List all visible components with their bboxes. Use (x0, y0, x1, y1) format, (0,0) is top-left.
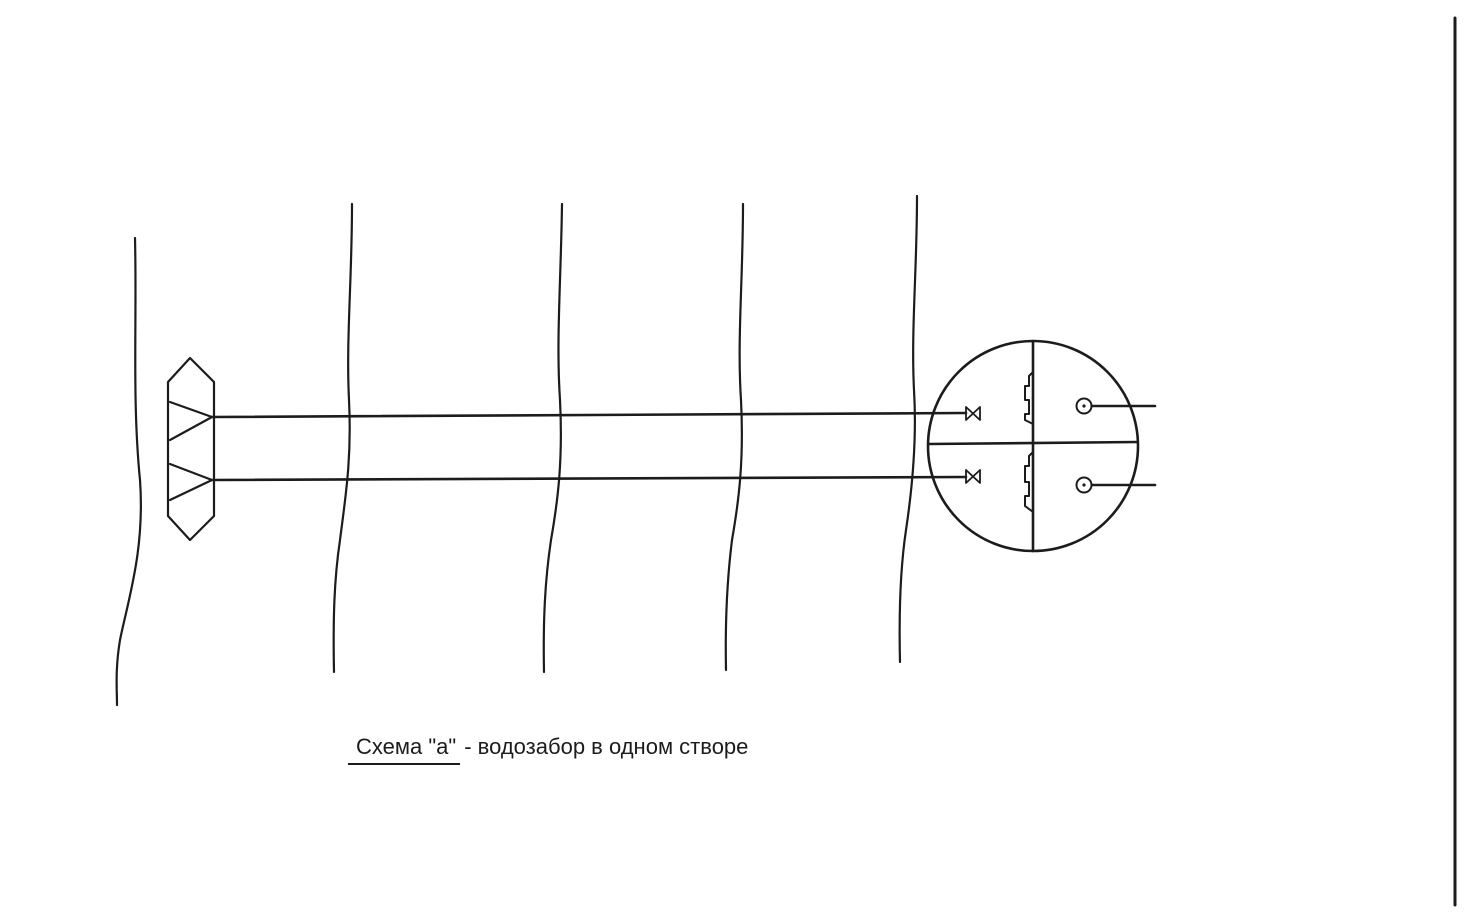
intake-funnel-upper (168, 400, 214, 442)
shore-well (926, 339, 1157, 553)
intake-head (166, 356, 216, 542)
pipeline-upper (210, 411, 968, 419)
bank-contour-1 (115, 236, 142, 707)
screen-lower (1024, 451, 1034, 513)
valve-icon-upper (965, 406, 981, 421)
intake-head-outline (166, 356, 216, 542)
diagram-caption: Схема "а"- водозабор в одном створе (348, 733, 748, 767)
contour-line-3 (542, 202, 564, 674)
contour-line-5 (898, 194, 919, 664)
contour-line-2 (332, 202, 354, 674)
contour-line-4 (724, 202, 745, 672)
intake-funnel-lower (168, 462, 214, 502)
valve-icon-lower (965, 469, 981, 484)
caption-scheme-label: Схема "а" (348, 733, 461, 765)
pipeline-lower (210, 475, 968, 482)
caption-description: - водозабор в одном створе (464, 734, 749, 759)
screen-upper (1024, 371, 1034, 425)
